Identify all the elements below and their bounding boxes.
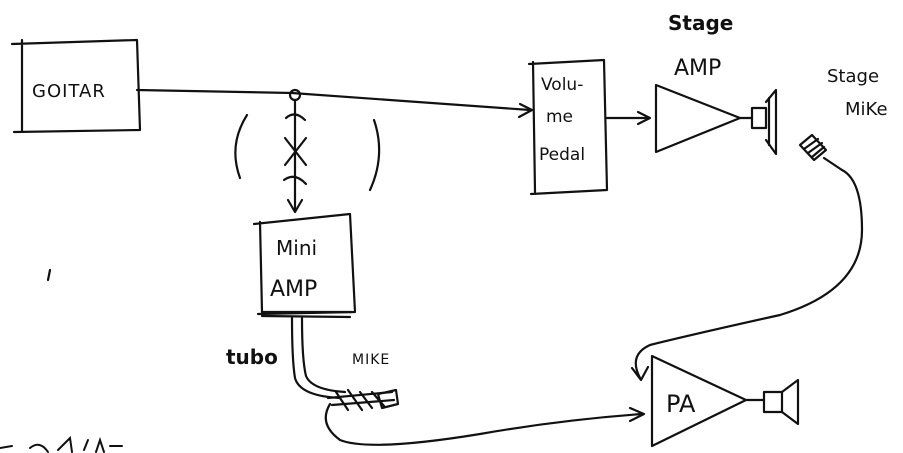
tube-mike-icon — [326, 388, 400, 412]
pa-label: PA — [666, 390, 696, 418]
stray-mark — [46, 268, 52, 282]
stage-amp-speaker-icon — [738, 88, 778, 156]
guitar-to-pedal-arrowhead — [517, 102, 534, 119]
tube — [290, 316, 347, 400]
branch-to-mini-amp — [234, 98, 381, 214]
pa-triangle — [650, 354, 748, 448]
volume-pedal-label-line3: Pedal — [539, 145, 585, 165]
tubo-label: tubo — [226, 345, 278, 369]
stage-amp-label-line2: AMP — [674, 56, 721, 81]
volume-pedal-label-line1: Volu- — [541, 75, 583, 95]
mike-to-pa-arrowhead — [628, 406, 646, 423]
mike-to-pa-cable — [324, 402, 644, 446]
stage-mike-label-line1: Stage — [827, 66, 879, 87]
guitar-box — [10, 38, 142, 134]
cropped-scribble — [0, 435, 123, 453]
mini-amp-label-line1: Mini — [276, 236, 317, 260]
mini-amp-label-line2: AMP — [270, 277, 317, 302]
stage-mike-icon — [798, 133, 844, 172]
volume-pedal-label-line2: me — [546, 107, 573, 127]
mini-amp-box — [252, 212, 357, 319]
mike-label: MIKE — [352, 352, 390, 368]
split-node — [288, 88, 302, 102]
stage-mike-label-line2: MiKe — [845, 99, 888, 120]
stage-amp-triangle — [654, 83, 742, 154]
stage-mike-cable-arrowhead — [630, 365, 650, 382]
volume-pedal-box — [527, 58, 609, 196]
guitar-to-pedal-line — [135, 88, 532, 112]
stage-mike-to-pa-cable — [634, 168, 864, 380]
guitar-label: GOITAR — [32, 81, 106, 102]
pa-speaker-icon — [744, 378, 800, 426]
stage-amp-label-line1: Stage — [668, 11, 733, 35]
pedal-to-stage-amp-arrowhead — [636, 110, 652, 126]
